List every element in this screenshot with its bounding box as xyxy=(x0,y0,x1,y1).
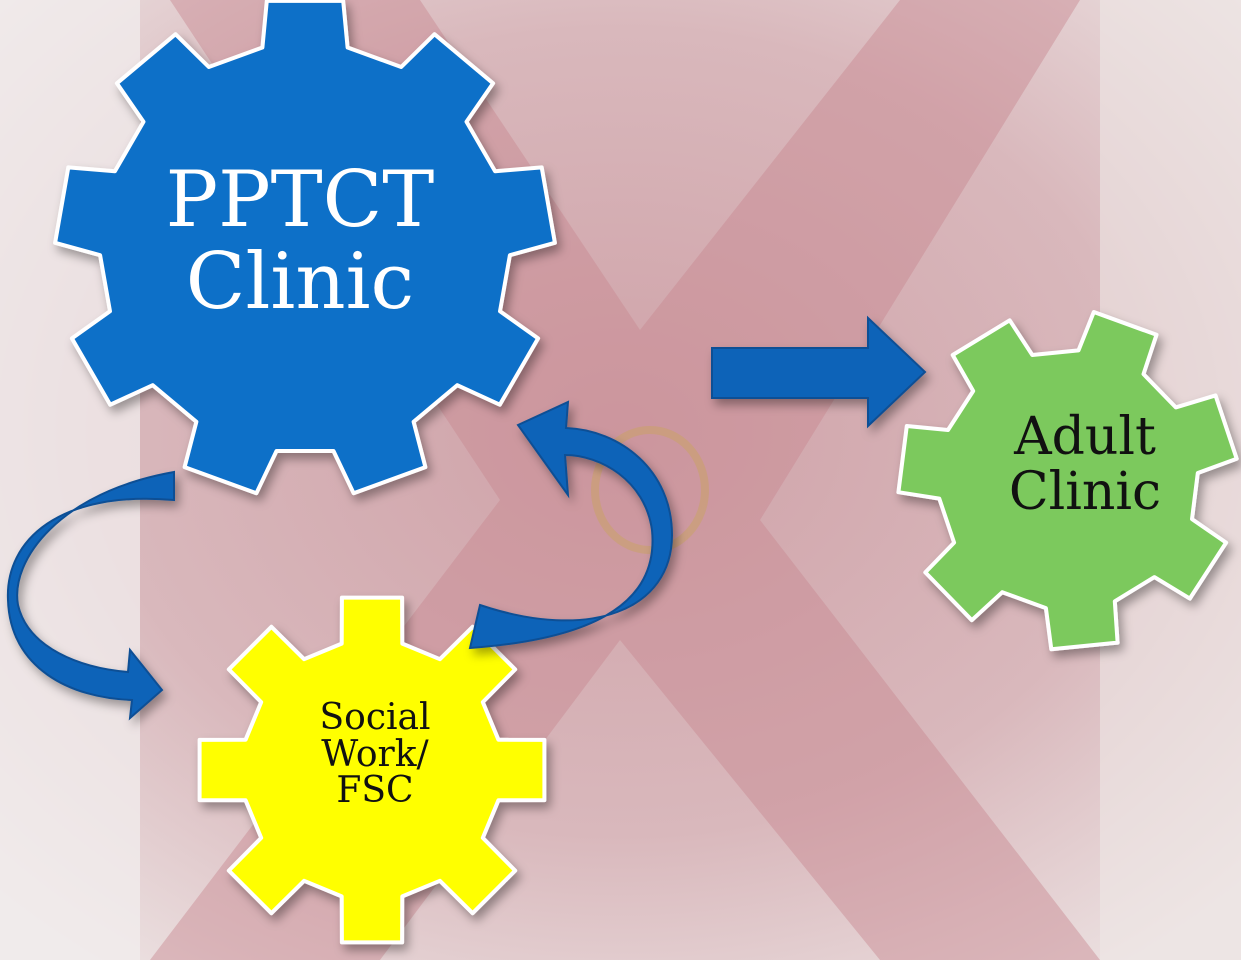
pptct-clinic-label: PPTCT Clinic xyxy=(140,155,460,327)
curved-arrow-to-social-work xyxy=(6,470,175,721)
social-label-line3: FSC xyxy=(336,770,414,812)
gear-adult-shape xyxy=(896,310,1239,652)
arrow-to-adult-clinic xyxy=(711,315,927,429)
adult-clinic-gear xyxy=(896,310,1239,652)
background-left-wall xyxy=(0,0,140,960)
social-label-line1: Social xyxy=(319,697,431,738)
curved-arrow-to-pptct xyxy=(468,400,674,650)
pptct-clinic-gear xyxy=(53,0,557,496)
pptct-label-line2: Clinic xyxy=(185,236,415,327)
pptct-label-line1: PPTCT xyxy=(165,155,435,245)
adult-label-line2: Clinic xyxy=(1008,461,1162,522)
gear-pptct-shape xyxy=(53,0,557,496)
ribbon-loop xyxy=(591,426,709,554)
adult-label-line1: Adult xyxy=(1014,407,1156,467)
social-work-label: Social Work/ FSC xyxy=(280,697,470,812)
adult-clinic-label: Adult Clinic xyxy=(970,410,1200,519)
social-label-line2: Work/ xyxy=(321,733,429,775)
